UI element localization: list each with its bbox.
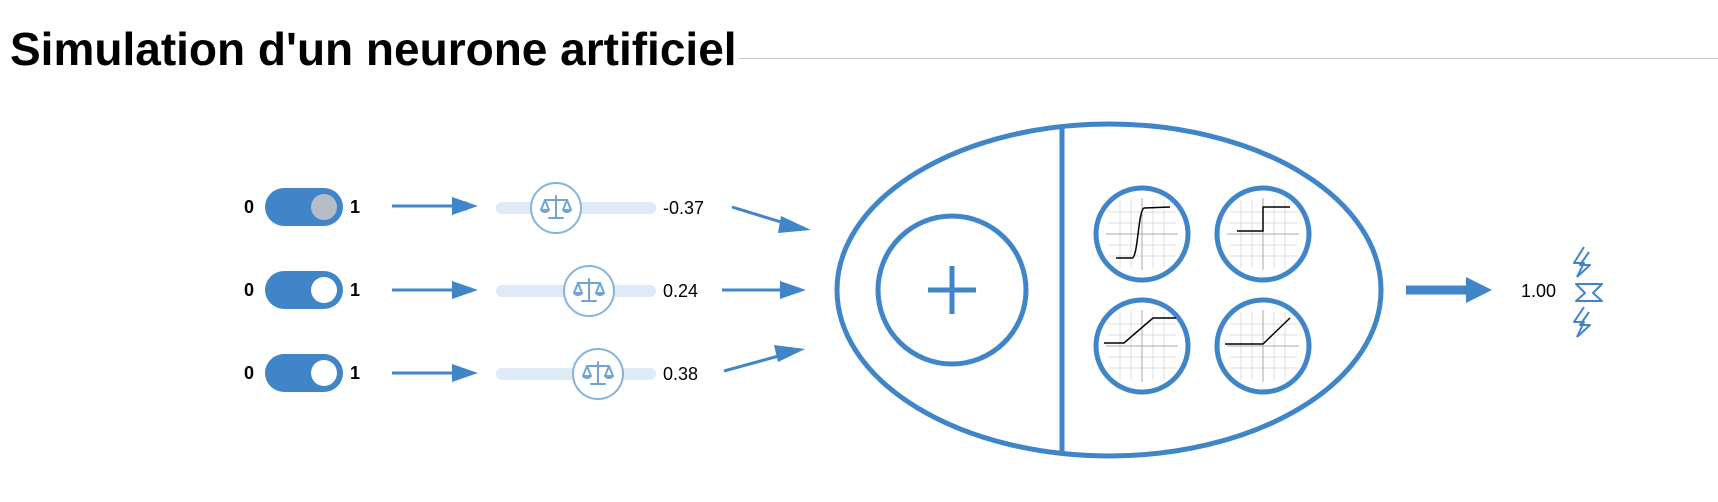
input-1-toggle[interactable]	[265, 188, 343, 226]
page-title: Simulation d'un neurone artificiel	[10, 20, 739, 78]
balance-scale-icon	[582, 361, 614, 385]
weight-1-slider-thumb[interactable]	[530, 182, 582, 234]
step-graph-icon	[1227, 198, 1299, 270]
weight-2-slider-thumb[interactable]	[563, 265, 615, 317]
ramp-graph-icon	[1104, 310, 1178, 382]
input-3-high-label: 1	[350, 363, 361, 383]
output-value: 1.00	[1521, 281, 1557, 301]
weight-2-value: 0.24	[663, 281, 699, 301]
relu-graph-icon	[1225, 310, 1299, 382]
input-2-toggle-knob	[311, 277, 337, 303]
input-3-toggle-knob	[311, 360, 337, 386]
plus-icon	[928, 266, 976, 314]
weight-3-value: 0.38	[663, 364, 699, 384]
neuron-body	[834, 121, 1384, 459]
weight-1-value: -0.37	[663, 198, 705, 218]
weight-3-slider-thumb[interactable]	[572, 348, 624, 400]
sigmoid-graph-icon	[1106, 198, 1178, 270]
input-3-toggle[interactable]	[265, 354, 343, 392]
title-divider	[10, 58, 1718, 59]
activation-sigmoid-button[interactable]	[1093, 185, 1191, 283]
activation-step-button[interactable]	[1214, 185, 1312, 283]
input-2-low-label: 0	[244, 280, 255, 300]
weighted-arrowhead-3	[774, 345, 805, 362]
input-1-low-label: 0	[244, 197, 255, 217]
input-2-high-label: 1	[350, 280, 361, 300]
input-arrowhead-1	[452, 197, 478, 215]
input-arrowhead-2	[452, 281, 478, 299]
input-2-toggle[interactable]	[265, 271, 343, 309]
weighted-arrowhead-2	[780, 281, 806, 299]
input-1-toggle-knob	[311, 194, 337, 220]
balance-scale-icon	[540, 195, 572, 219]
balance-scale-icon	[573, 278, 605, 302]
activation-ramp-button[interactable]	[1093, 297, 1191, 395]
activation-relu-button[interactable]	[1214, 297, 1312, 395]
lightning-spark-icon	[1573, 246, 1603, 338]
input-3-low-label: 0	[244, 363, 255, 383]
input-1-high-label: 1	[350, 197, 361, 217]
input-arrowhead-3	[452, 364, 478, 382]
weighted-arrow-3	[723, 352, 787, 373]
weighted-arrowhead-1	[778, 216, 811, 233]
output-arrowhead	[1466, 277, 1492, 303]
